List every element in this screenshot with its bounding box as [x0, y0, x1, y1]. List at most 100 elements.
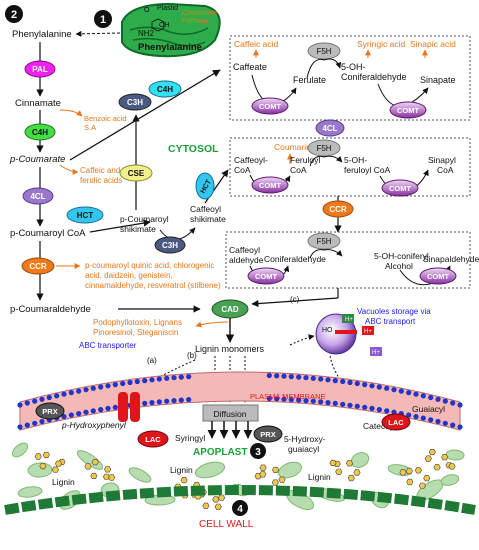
cellulose-blob	[11, 442, 29, 458]
caffeate-label: Caffeate	[233, 62, 267, 72]
svg-text:H+: H+	[345, 317, 353, 323]
vacuole: HO H+ H+ H+	[315, 313, 382, 356]
lipid-bilayer	[17, 372, 463, 430]
lipid-head	[24, 422, 30, 428]
plastid: Plastid Chorismate Pathway O OH NH2 Phen…	[121, 2, 221, 58]
lipid-head	[369, 383, 375, 389]
plastid-phenylalanine: Phenylalanine	[138, 42, 202, 53]
p-coumaroyl-coa-label: p-Coumaroyl CoA	[10, 228, 86, 239]
svg-text:4: 4	[237, 504, 243, 515]
lignin-label-right: Lignin	[308, 472, 331, 482]
lignin-ring	[91, 459, 99, 466]
comt-box3-a: COMT	[255, 272, 277, 281]
label-a: (a)	[147, 356, 157, 365]
h-plus-box-2	[362, 326, 374, 335]
lignin-ring	[329, 459, 337, 467]
svg-text:LAC: LAC	[145, 435, 161, 444]
lipid-head	[413, 391, 419, 397]
lipid-head	[68, 412, 74, 418]
marker-3: 3	[250, 443, 266, 459]
lipid-head	[354, 380, 360, 387]
lignin-ring	[414, 467, 422, 474]
lipid-head	[281, 373, 287, 379]
lipid-head	[39, 396, 45, 402]
p-hydroxyphenyl-label: p-Hydroxyphenyl	[61, 420, 127, 430]
lipid-head	[17, 402, 23, 408]
lipid-head	[281, 396, 287, 402]
cellulose-blob	[17, 486, 43, 498]
lipid-head	[332, 378, 338, 384]
lignin-ring	[335, 468, 343, 475]
lac-right: LAC	[381, 413, 411, 431]
lipid-head	[76, 411, 82, 417]
lignin-ring	[418, 482, 426, 489]
lipid-head	[98, 384, 104, 390]
svg-text:shikimate: shikimate	[120, 224, 156, 234]
lipid-head	[303, 375, 309, 381]
comt-box1-b: COMT	[397, 106, 419, 115]
lipid-head	[39, 418, 45, 425]
svg-text:CAD: CAD	[221, 305, 239, 314]
cellulose-blob	[350, 452, 370, 468]
lipid-head	[457, 402, 463, 408]
lipid-head	[266, 395, 272, 402]
lignin-ring	[278, 476, 286, 483]
sinapyl-coa-label: Sinapyl	[428, 155, 456, 165]
lipid-head	[325, 377, 331, 383]
lipid-head	[398, 388, 404, 394]
prx-right: PRX	[253, 425, 283, 443]
lipid-head	[76, 388, 82, 394]
lipid-head	[288, 397, 294, 403]
coniferaldehyde-label: Coniferaldehyde	[264, 254, 326, 264]
cellulose-blob	[278, 461, 302, 479]
prx-left: PRX	[35, 402, 65, 420]
cell-wall-label: CELL WALL	[199, 519, 254, 530]
svg-text:H+: H+	[372, 350, 380, 356]
caffeoyl-shikimate-label: Caffeoyl	[190, 204, 221, 214]
guaiacyl-label: Guaiacyl	[412, 404, 445, 414]
svg-text:CSE: CSE	[128, 169, 145, 178]
lignin-monomers-label: Lignin monomers	[195, 344, 265, 354]
svg-text:PRX: PRX	[42, 407, 57, 416]
lipid-head	[156, 399, 162, 405]
lignin-ring	[108, 474, 116, 481]
lipid-head	[112, 404, 118, 410]
ccr-enzyme-middle: CCR	[322, 200, 354, 218]
svg-text:ferulic acids: ferulic acids	[80, 176, 122, 185]
lipid-head	[178, 397, 184, 403]
apoplast-label: APOPLAST	[193, 447, 247, 458]
svg-text:C3H: C3H	[162, 241, 178, 250]
c3h-enzyme-bottom: C3H	[154, 236, 186, 254]
lipid-head	[296, 397, 302, 403]
lignin-ring	[212, 496, 220, 503]
label-c: (c)	[290, 295, 300, 304]
lipid-head	[32, 420, 38, 426]
svg-text:Alcohol: Alcohol	[385, 261, 413, 271]
svg-text:CoA: CoA	[290, 165, 307, 175]
lipid-head	[46, 394, 52, 401]
lipid-head	[296, 374, 302, 380]
lipid-head	[428, 417, 434, 423]
lipid-head	[442, 420, 448, 426]
lignin-ring	[448, 463, 456, 470]
lipid-head	[61, 391, 67, 397]
svg-text:PRX: PRX	[260, 430, 275, 439]
lipid-head	[178, 374, 184, 380]
svg-text:NH2: NH2	[138, 29, 155, 38]
abc-transporter-protein	[118, 392, 140, 422]
svg-text:C4H: C4H	[32, 128, 48, 137]
lipid-head	[24, 400, 30, 406]
lipid-head	[142, 378, 148, 384]
svg-text:CCR: CCR	[329, 205, 347, 214]
cellulose-blob	[194, 461, 226, 479]
lipid-head	[142, 400, 148, 406]
svg-text:HCT: HCT	[77, 211, 94, 220]
caffeoyl-aldehyde-label: Caffeoyl	[229, 245, 260, 255]
svg-text:CoA: CoA	[437, 165, 454, 175]
cellulose-blob	[27, 462, 53, 478]
sinapic-acid-label: Sinapic acid	[410, 39, 456, 49]
label-b: (b)	[187, 351, 197, 360]
lignin-ring	[259, 471, 267, 478]
lipid-head	[83, 387, 89, 393]
lipid-head	[112, 382, 118, 388]
